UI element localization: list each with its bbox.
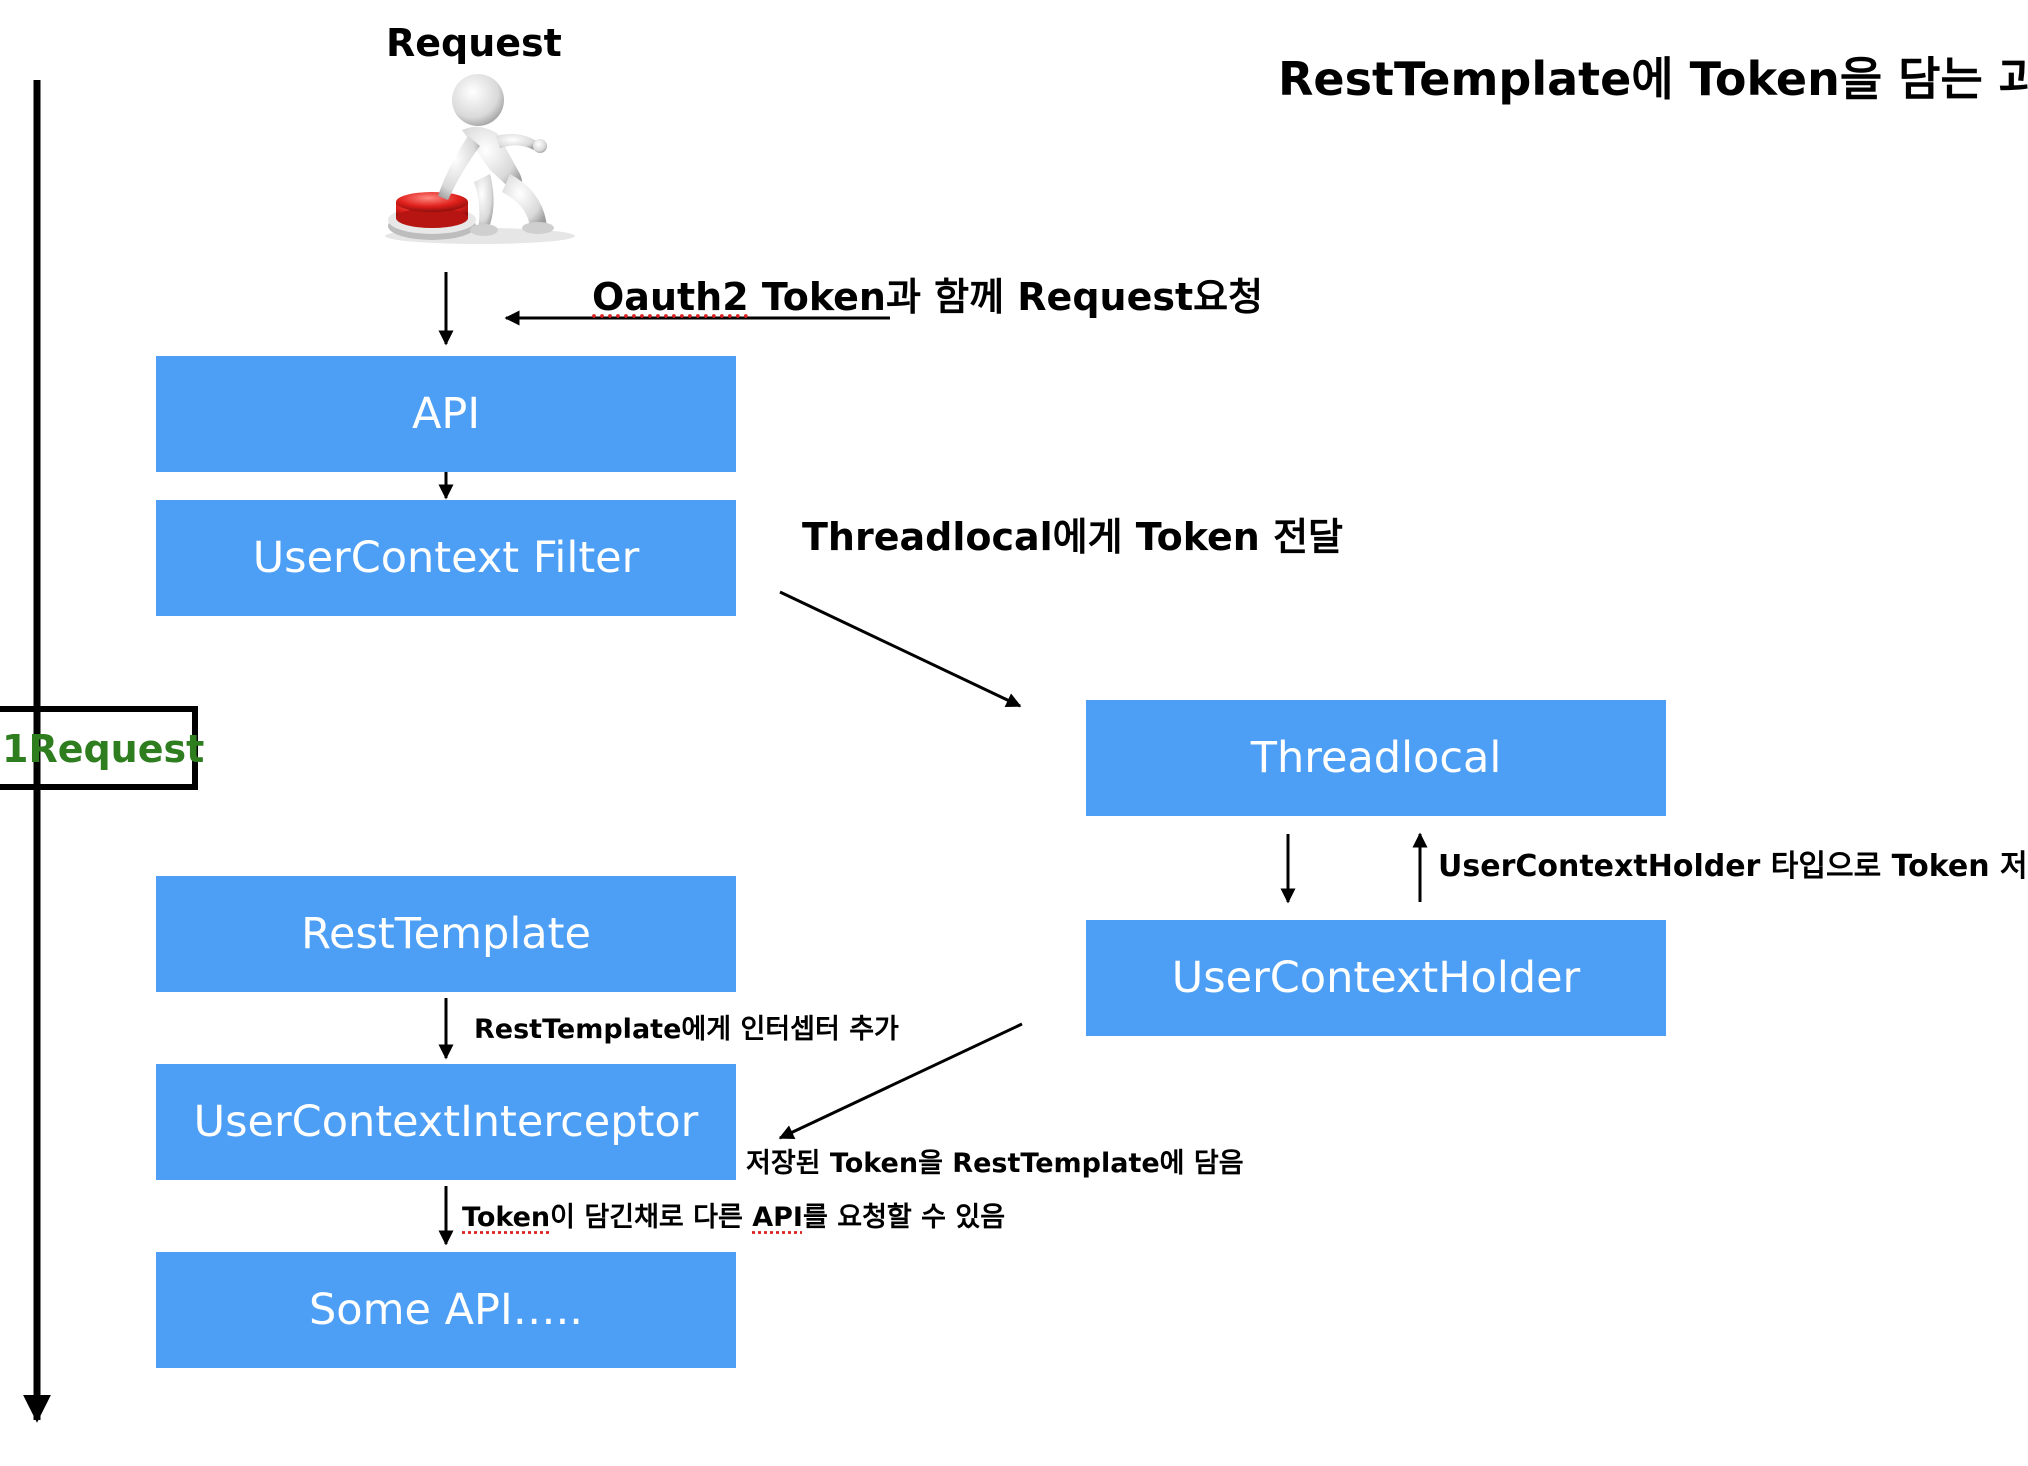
arrow-filter-to-threadlocal (779, 590, 1022, 708)
token-api: API (752, 1202, 803, 1233)
oauth-rest: Token과 함께 Request요청 (748, 275, 1264, 319)
api-box: API (156, 356, 736, 472)
usercontext-filter-box: UserContext Filter (156, 500, 736, 616)
stored-token-annotation: 저장된 Token을 RestTemplate에 담음 (746, 1148, 1244, 1179)
token-prefix: Token (462, 1202, 551, 1233)
request-label: Request (386, 21, 562, 65)
some-api-box: Some API….. (156, 1252, 736, 1368)
add-interceptor-annotation: RestTemplate에게 인터셉터 추가 (474, 1014, 899, 1045)
timeline-request-label: 1Request (2, 727, 205, 771)
oauth-prefix: Oauth2 (592, 275, 749, 319)
token-rest: 를 요청할 수 있음 (802, 1202, 1006, 1233)
resttemplate-box: RestTemplate (156, 876, 736, 992)
usercontext-interceptor-box: UserContextInterceptor (156, 1064, 736, 1180)
timeline-request-box (0, 706, 198, 790)
diagram-title: RestTemplate에 Token을 담는 과정 (1278, 52, 2028, 106)
holder-store-annotation: UserContextHolder 타입으로 Token 저장 (1438, 849, 2028, 884)
oauth-annotation: Oauth2 Token과 함께 Request요청 (592, 278, 1263, 316)
arrow-holder-to-interceptor (778, 1022, 1023, 1140)
person-pressing-button-icon (385, 74, 575, 244)
usercontext-holder-box: UserContextHolder (1086, 920, 1666, 1036)
threadlocal-pass-annotation: Threadlocal에게 Token 전달 (802, 515, 1344, 559)
threadlocal-box: Threadlocal (1086, 700, 1666, 816)
token-request-annotation: Token이 담긴채로 다른 API를 요청할 수 있음 (462, 1204, 1005, 1231)
token-mid: 이 담긴채로 다른 (550, 1202, 753, 1233)
